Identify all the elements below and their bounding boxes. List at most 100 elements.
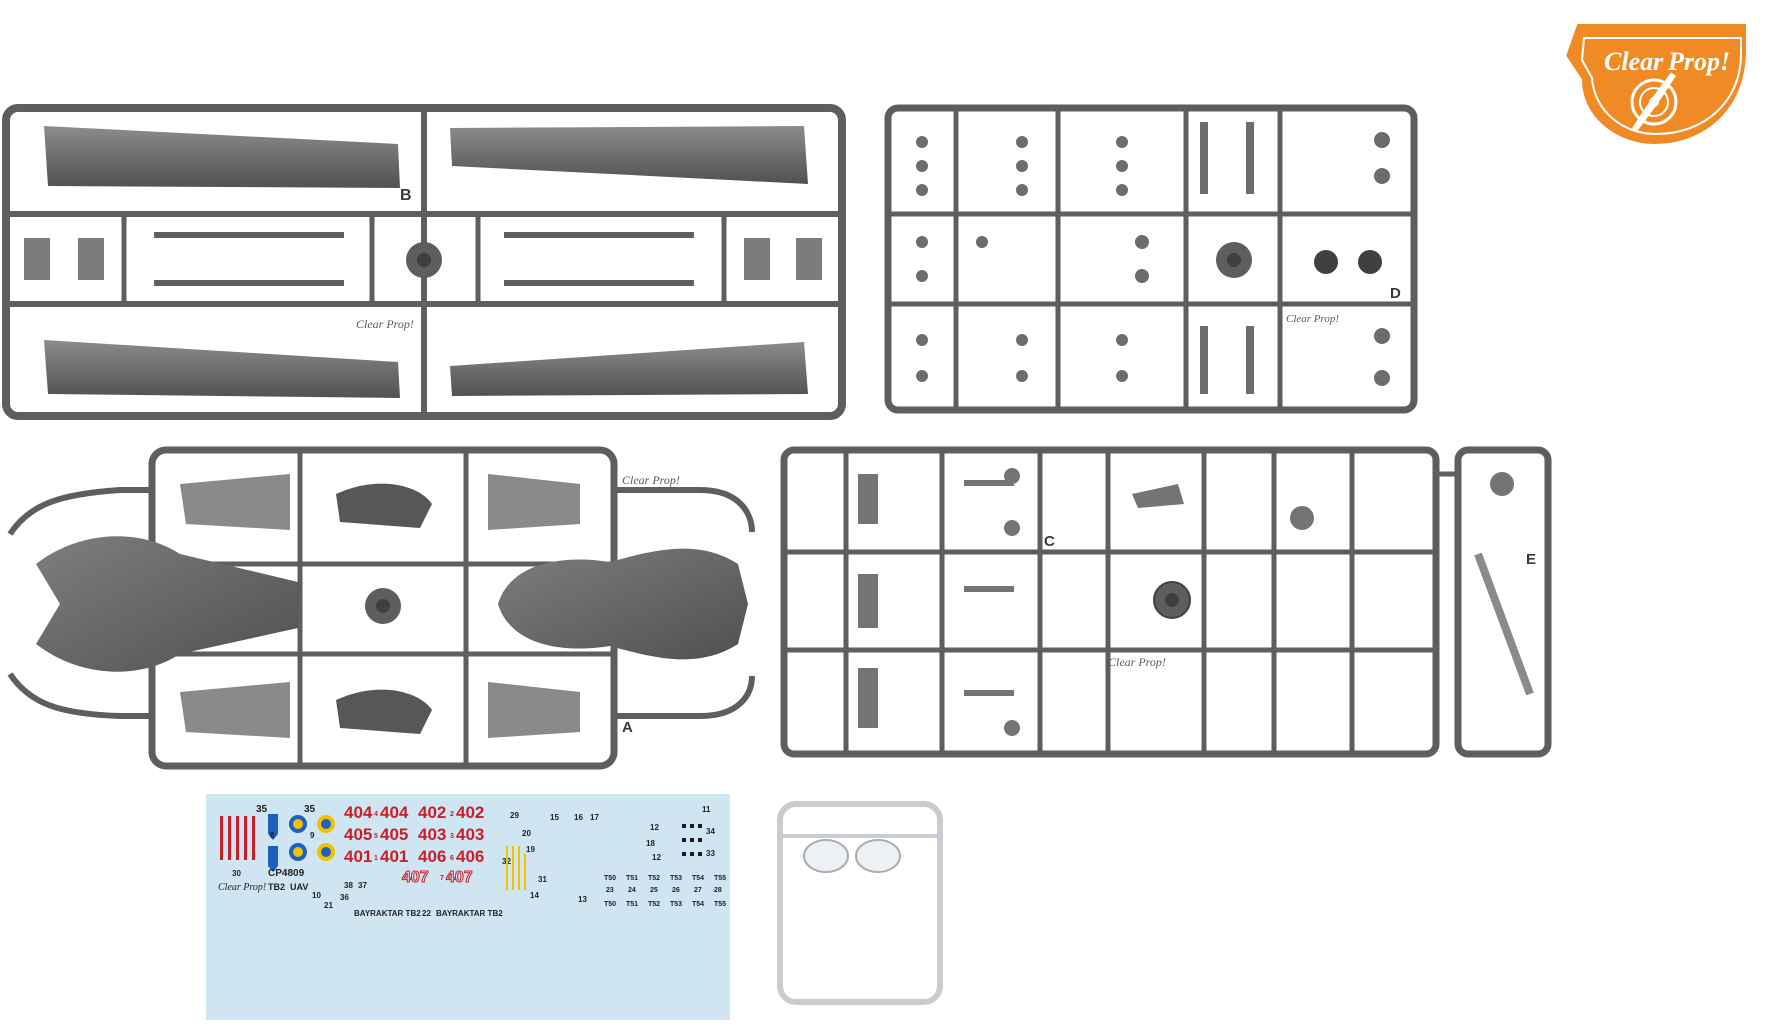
fuselage-half-right [498, 548, 748, 660]
fuselage-half-left [36, 536, 298, 672]
decal-number-label: 28 [714, 887, 722, 894]
sprue-engraving-a: Clear Prop! [622, 473, 680, 487]
brand-logo: Clear Prop! [1556, 10, 1760, 154]
decal-t-label: T55 [714, 901, 726, 908]
decal-t-label: T50 [604, 875, 616, 882]
decal-product-code: CP4809 [268, 868, 305, 879]
decal-t-label: T52 [648, 901, 660, 908]
sprue-label-b: B [400, 187, 412, 204]
decal-red-number: 401 [344, 847, 372, 866]
decal-outline-number: 407 [402, 869, 429, 886]
sprue-a: A Clear Prop! [0, 444, 768, 774]
decal-number-label: 25 [650, 887, 658, 894]
canopy-sprue [772, 796, 948, 1010]
decal-t-label: T50 [604, 901, 616, 908]
sprue-label-c: C [1044, 533, 1055, 550]
decal-label: 11 [702, 805, 711, 814]
decal-number-label: 26 [672, 887, 680, 894]
decal-number-label: 27 [694, 887, 702, 894]
decal-label: 13 [578, 895, 587, 904]
decal-t-label: T51 [626, 875, 638, 882]
trident-icon [268, 814, 278, 840]
decal-label: 20 [522, 829, 531, 838]
decal-t-label: T53 [670, 875, 682, 882]
decal-red-number: 404 [344, 803, 373, 822]
decal-model: UAV [290, 882, 308, 892]
decal-sheet: 35 35 8 9 30 CP4809 TB2 UAV Clear Prop! … [206, 794, 730, 1020]
trident-icon [268, 846, 278, 872]
decal-label: 16 [574, 813, 583, 822]
decal-small-mark: 1 [374, 855, 378, 862]
decal-red-number: 405 [344, 825, 372, 844]
decal-number-label: 24 [628, 887, 636, 894]
decal-small-mark: 2 [450, 811, 454, 818]
logo-badge-shape [1561, 20, 1750, 149]
decal-bayraktar-label: BAYRAKTAR TB2 [436, 909, 503, 918]
decal-red-number: 402 [418, 803, 446, 822]
sprue-engraving-c: Clear Prop! [1108, 655, 1166, 669]
decal-t-label: T53 [670, 901, 682, 908]
decal-label: 10 [312, 891, 321, 900]
decal-label: 37 [358, 881, 367, 890]
sprue-b: B Clear Prop! [0, 104, 848, 424]
wing-part-b1 [44, 126, 400, 188]
decal-label: 12 [650, 823, 659, 832]
decal-label: 35 [256, 804, 268, 815]
decal-small-mark: 6 [450, 855, 454, 862]
decal-label: 12 [652, 853, 661, 862]
decal-label: 31 [538, 875, 547, 884]
decal-model: TB2 [268, 882, 285, 892]
decal-red-number: 406 [456, 847, 484, 866]
decal-red-number: 406 [418, 847, 446, 866]
decal-label: 38 [344, 881, 353, 890]
sprue-c: C E Clear Prop! [778, 444, 1556, 768]
decal-small-mark: 4 [374, 811, 378, 818]
decal-label: 18 [646, 839, 655, 848]
sprue-d: D Clear Prop! [882, 104, 1420, 418]
decal-bayraktar-label: BAYRAKTAR TB2 [354, 909, 421, 918]
decal-small-mark: 3 [450, 833, 454, 840]
decal-label: 17 [590, 813, 599, 822]
decal-t-label: T54 [692, 875, 704, 882]
decal-label: 35 [304, 804, 316, 815]
decal-t-label: T55 [714, 875, 726, 882]
decal-label: 19 [526, 845, 535, 854]
sprue-label-e: E [1526, 551, 1536, 568]
decal-number-label: 23 [606, 887, 614, 894]
roundel-icon [289, 815, 335, 861]
sprue-label-d: D [1390, 285, 1401, 302]
decal-red-number: 405 [380, 825, 408, 844]
decal-label: 29 [510, 811, 519, 820]
canopy-part [855, 839, 901, 873]
logo-text-clear: Clear [1604, 47, 1664, 76]
decal-label: 22 [422, 909, 431, 918]
decal-t-label: T54 [692, 901, 704, 908]
logo-text-prop: Prop! [1667, 47, 1730, 76]
wing-part-b4 [450, 342, 808, 396]
canopy-part [803, 839, 849, 873]
decal-label: 30 [232, 869, 241, 878]
decal-label: 21 [324, 901, 333, 910]
wing-part-b3 [44, 340, 400, 398]
decal-outline-number: 407 [446, 869, 473, 886]
decal-label: 34 [706, 827, 715, 836]
decal-small-mark: 5 [374, 833, 378, 840]
decal-t-label: T51 [626, 901, 638, 908]
decal-label: 15 [550, 813, 559, 822]
propeller-icon [1630, 72, 1678, 132]
sprue-engraving-b: Clear Prop! [356, 317, 414, 331]
decal-red-number: 403 [418, 825, 446, 844]
sprue-label-a: A [622, 719, 633, 736]
decal-label: 8 [270, 831, 275, 840]
decal-label: 33 [706, 849, 715, 858]
decal-red-number: 404 [380, 803, 409, 822]
decal-label: 36 [340, 893, 349, 902]
decal-brand: Clear Prop! [218, 882, 266, 893]
decal-red-number: 403 [456, 825, 484, 844]
decal-red-number: 402 [456, 803, 484, 822]
sprue-engraving-d: Clear Prop! [1286, 313, 1339, 325]
decal-red-number: 401 [380, 847, 408, 866]
decal-small-mark: 7 [440, 875, 444, 882]
decal-t-label: T52 [648, 875, 660, 882]
wing-part-b2 [450, 126, 808, 184]
